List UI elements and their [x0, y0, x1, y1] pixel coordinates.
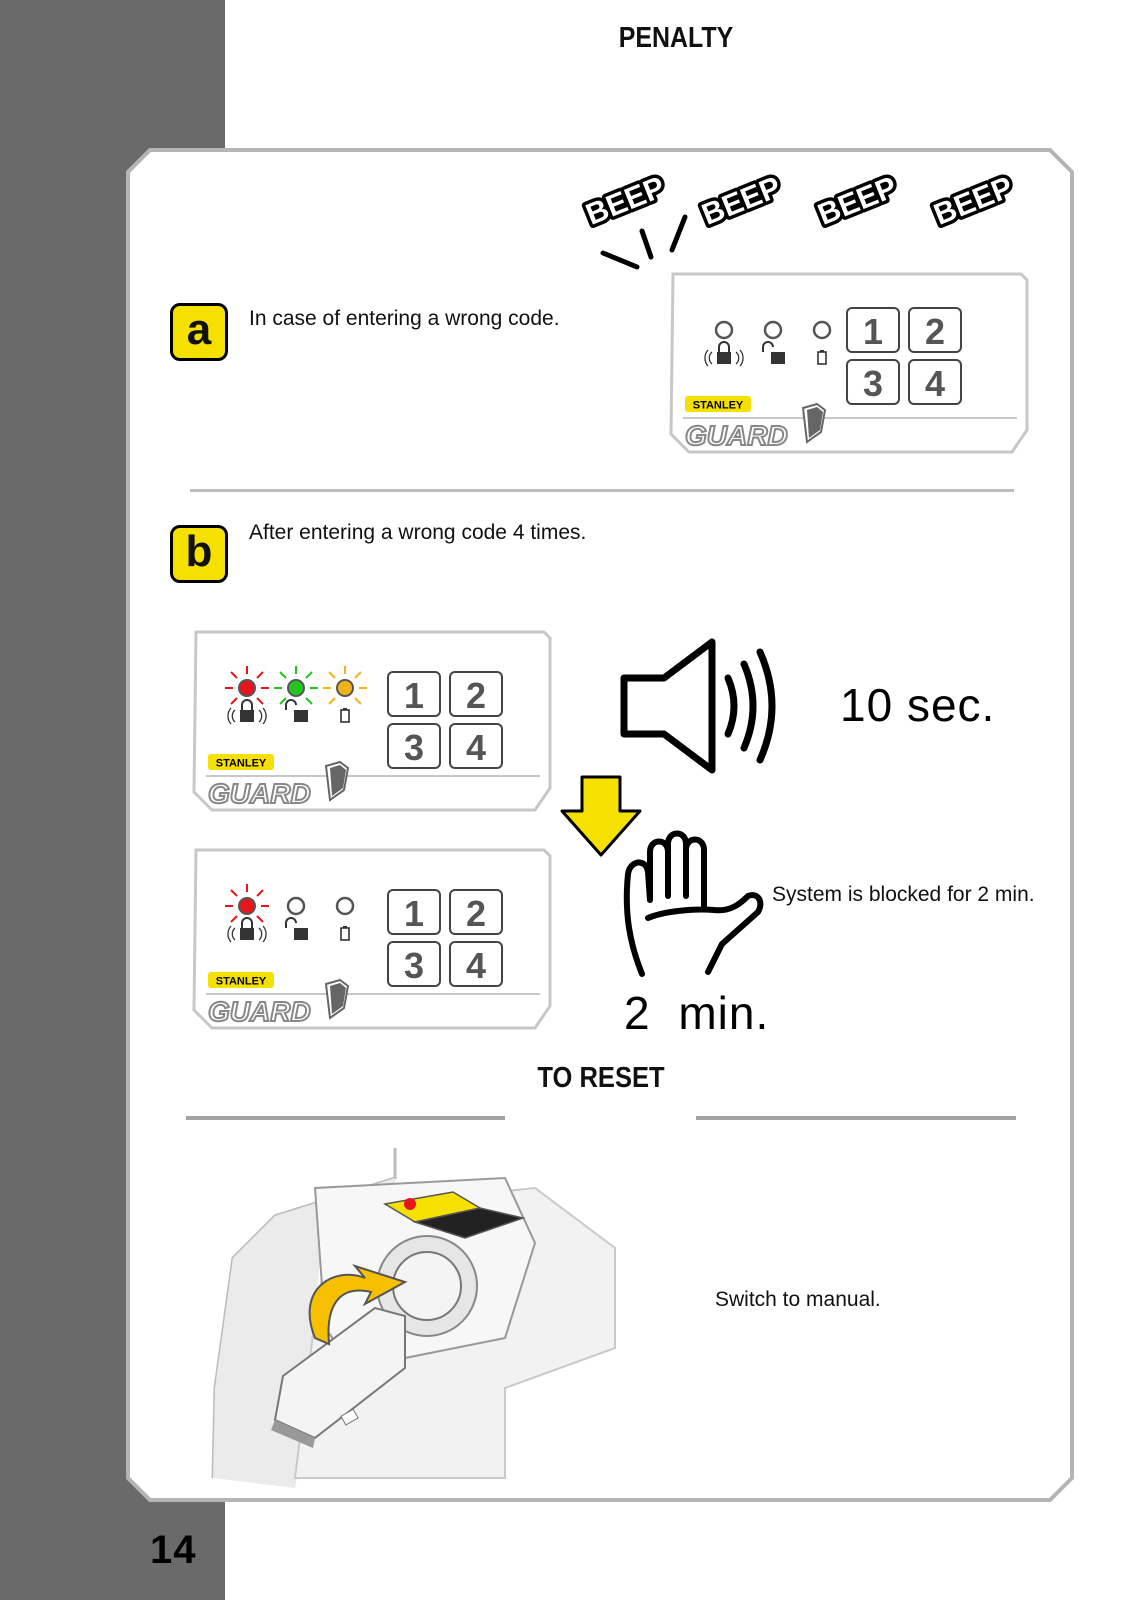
beep-label: BEEP BEEP [578, 167, 673, 235]
led-amber-flashing [323, 666, 367, 705]
page-title: PENALTY [618, 22, 734, 54]
key-switch-illustration [211, 1148, 616, 1488]
unlock-icon [762, 341, 785, 364]
reset-instruction: Switch to manual. [715, 1288, 881, 1311]
led-red-flashing [225, 666, 269, 705]
battery-icon [817, 350, 827, 365]
beep-label: BEEP BEEP [694, 167, 789, 235]
guard-logo: GUARD [684, 419, 789, 452]
svg-text:STANLEY: STANLEY [216, 976, 267, 988]
alarm-duration-label: 10 sec. [840, 679, 996, 731]
svg-text:3: 3 [404, 945, 424, 986]
step-b-badge: b [170, 525, 228, 583]
svg-text:4: 4 [466, 727, 486, 768]
svg-text:GUARD: GUARD [685, 420, 788, 451]
key-2: 2 [449, 889, 503, 935]
keypad-panel-blocked: 1 2 3 4 STANLEY GUARD [192, 848, 552, 1030]
battery-icon [340, 708, 350, 723]
guard-logo: GUARD [207, 995, 312, 1028]
beep-label: BEEP BEEP [810, 167, 905, 235]
key-2: 2 [908, 307, 962, 353]
battery-icon [340, 926, 350, 941]
step-b-text: After entering a wrong code 4 times. [249, 521, 587, 544]
key-3: 3 [387, 941, 441, 987]
beep-label: BEEP BEEP [926, 167, 1021, 235]
page-number: 14 [150, 1528, 197, 1572]
key-4: 4 [449, 723, 503, 769]
led-off [335, 896, 355, 916]
unlock-icon [285, 699, 308, 722]
keypad-panel-alarm: 1 2 3 4 STANLEY GUARD [192, 630, 552, 812]
stanley-logo: STANLEY [208, 972, 274, 988]
svg-text:GUARD: GUARD [208, 778, 311, 809]
svg-text:BEEP: BEEP [581, 171, 669, 232]
down-arrow-icon [560, 775, 642, 857]
svg-text:GUARD: GUARD [208, 996, 311, 1027]
key-1: 1 [387, 671, 441, 717]
key-3: 3 [387, 723, 441, 769]
stanley-logo: STANLEY [208, 754, 274, 770]
reset-title: TO RESET [537, 1062, 665, 1094]
svg-text:STANLEY: STANLEY [693, 400, 744, 412]
alarm-lock-icon [227, 917, 267, 943]
reset-divider-right [696, 1116, 1016, 1120]
keypad-panel-a: 1 2 3 4 STANLEY GUARD [669, 272, 1029, 454]
svg-text:3: 3 [404, 727, 424, 768]
section-divider [190, 489, 1014, 492]
key-1: 1 [387, 889, 441, 935]
svg-text:STANLEY: STANLEY [216, 758, 267, 770]
led-green-flashing [274, 666, 318, 705]
led-off [714, 320, 734, 340]
svg-text:BEEP: BEEP [697, 171, 785, 232]
step-a-badge: a [170, 303, 228, 361]
reset-divider-left [186, 1116, 505, 1120]
blocked-text: System is blocked for 2 min. [772, 883, 1035, 906]
svg-text:1: 1 [404, 675, 424, 716]
svg-text:4: 4 [466, 945, 486, 986]
speaker-icon [620, 638, 776, 774]
svg-text:BEEP: BEEP [813, 171, 901, 232]
unlock-icon [285, 917, 308, 940]
key-3: 3 [846, 359, 900, 405]
alarm-lock-icon [227, 699, 267, 725]
led-off [763, 320, 783, 340]
led-off [286, 896, 306, 916]
alarm-lock-icon [704, 341, 744, 367]
key-4: 4 [908, 359, 962, 405]
svg-text:3: 3 [863, 363, 883, 404]
key-1: 1 [846, 307, 900, 353]
stanley-logo: STANLEY [685, 396, 751, 412]
led-red-flashing [225, 884, 269, 923]
svg-text:BEEP: BEEP [929, 171, 1017, 232]
svg-text:1: 1 [863, 311, 883, 352]
step-a-text: In case of entering a wrong code. [249, 307, 560, 330]
key-2: 2 [449, 671, 503, 717]
key-4: 4 [449, 941, 503, 987]
beep-group: BEEP BEEP BEEP BEEP BEEP BEEP BEEP BEEP [578, 167, 1021, 270]
svg-text:2: 2 [466, 893, 486, 934]
led-off [812, 320, 832, 340]
stop-hand-icon [623, 830, 764, 977]
svg-text:4: 4 [925, 363, 945, 404]
svg-text:2: 2 [925, 311, 945, 352]
block-duration-label: 2 min. [624, 987, 770, 1039]
svg-text:2: 2 [466, 675, 486, 716]
guard-logo: GUARD [207, 777, 312, 810]
svg-text:1: 1 [404, 893, 424, 934]
